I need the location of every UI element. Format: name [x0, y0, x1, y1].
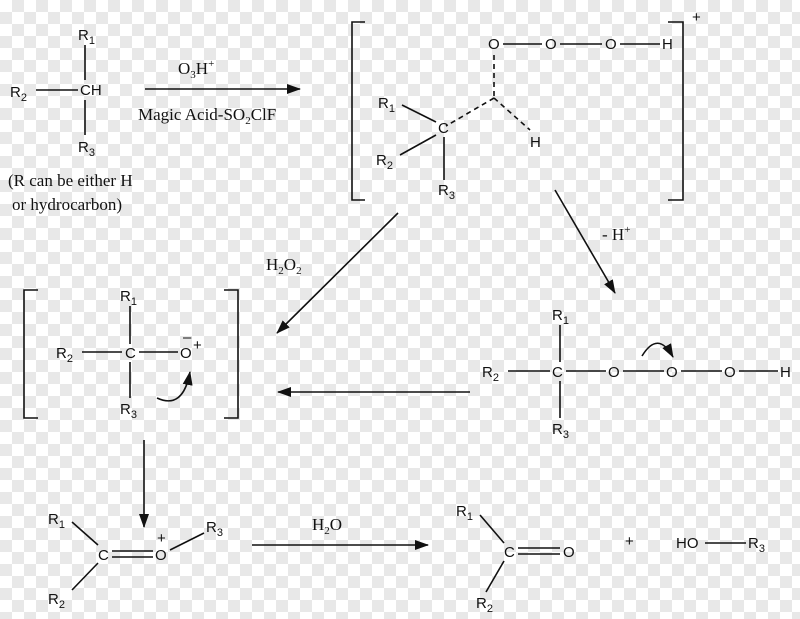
h2o-label: H2O: [312, 515, 342, 537]
oxonium-o: O: [180, 345, 192, 362]
peroxide-o1: O: [608, 364, 620, 381]
carbocation-r3: R3: [206, 519, 223, 539]
int1-r1: R1: [378, 95, 395, 115]
dashed-bond-c: [445, 97, 495, 127]
bond-cc-o-r3: [169, 532, 205, 551]
peroxide-o3: O: [724, 364, 736, 381]
oxonium-r1: R1: [120, 288, 137, 308]
curved-arrow-oxonium: [156, 371, 193, 402]
bracket-right-1: [668, 21, 684, 201]
int1-o1: O: [488, 36, 500, 53]
peroxide-c: C: [552, 364, 563, 381]
bond-c-r2-int1: [399, 134, 437, 156]
oxonium-c: C: [125, 345, 136, 362]
h2o2-step: H2O2: [266, 212, 399, 334]
carbocation: R1 C O + R3 R2: [48, 511, 223, 611]
peroxide-molecule: R1 R2 C O O O H R3: [482, 307, 791, 441]
bracket-left-2: [23, 289, 38, 419]
peroxide-r3: R3: [552, 421, 569, 441]
carbocation-c: C: [98, 547, 109, 564]
carbocation-r2: R2: [48, 591, 65, 611]
reactant-note-line2: or hydrocarbon): [12, 195, 122, 214]
peroxide-h: H: [780, 364, 791, 381]
int1-h-end: H: [662, 36, 673, 53]
reactant-note-line1: (R can be either H: [8, 171, 133, 190]
int1-c: C: [438, 120, 449, 137]
bond-c-r1-int1: [401, 104, 437, 123]
peroxide-o2: O: [666, 364, 678, 381]
reaction-arrow-h2o2: [276, 212, 399, 334]
int1-r2: R2: [376, 152, 393, 172]
product-c: C: [504, 544, 515, 561]
bracket-right-2: [224, 289, 239, 419]
h2o2-label: H2O2: [266, 255, 302, 277]
int1-o3: O: [605, 36, 617, 53]
peroxide-r2: R2: [482, 364, 499, 384]
reactant-center: CH: [80, 82, 102, 99]
peroxide-r1: R1: [552, 307, 569, 327]
deprotonation-step: - H+: [554, 189, 630, 294]
oxonium-minus: –: [183, 329, 192, 346]
curved-arrow-peroxide: [641, 342, 674, 358]
int1-r3: R3: [438, 182, 455, 202]
reagent-arrow-group: O3H+ Magic Acid-SO2ClF: [138, 58, 301, 127]
product-r2: R2: [476, 595, 493, 615]
intermediate1-charge: +: [692, 9, 701, 26]
reactant-molecule: R1 R2 R3 CH (R can be either H or hydroc…: [8, 27, 133, 214]
carbocation-r1: R1: [48, 511, 65, 531]
carbocation-plus: +: [157, 530, 166, 547]
reagent-bottom: Magic Acid-SO2ClF: [138, 105, 276, 127]
oxonium-plus: +: [193, 337, 202, 354]
dashed-bond-h: [493, 97, 531, 131]
bond-pr-c-r1: [479, 514, 505, 544]
reactant-r3: R3: [78, 139, 95, 159]
reactant-r2: R2: [10, 84, 27, 104]
product-o: O: [563, 544, 575, 561]
reactant-r1: R1: [78, 27, 95, 47]
int1-h-bridge: H: [530, 134, 541, 151]
carbocation-o: O: [155, 547, 167, 564]
h2o-step: H2O: [252, 515, 429, 550]
intermediate-1: + O O O H H C R1 R2 R3: [351, 9, 701, 202]
product-r1: R1: [456, 503, 473, 523]
bond-cc-c-r2: [71, 562, 99, 591]
deprotonation-label: - H+: [602, 224, 630, 244]
reaction-arrow-deprotonation: [554, 189, 616, 294]
oxonium-intermediate: R1 R2 C O – + R3: [23, 288, 239, 421]
oxonium-r2: R2: [56, 345, 73, 365]
alcohol-ho: HO: [676, 535, 699, 552]
int1-o2: O: [545, 36, 557, 53]
products: R1 C O R2 + HO R3: [456, 503, 765, 615]
bond-pr-c-r2: [485, 560, 505, 593]
bond-cc-c-r1: [71, 521, 99, 546]
reagent-top: O3H+: [178, 58, 214, 81]
product-plus: +: [625, 533, 634, 550]
bracket-left-1: [351, 21, 365, 201]
oxonium-r3: R3: [120, 401, 137, 421]
alcohol-r3: R3: [748, 535, 765, 555]
